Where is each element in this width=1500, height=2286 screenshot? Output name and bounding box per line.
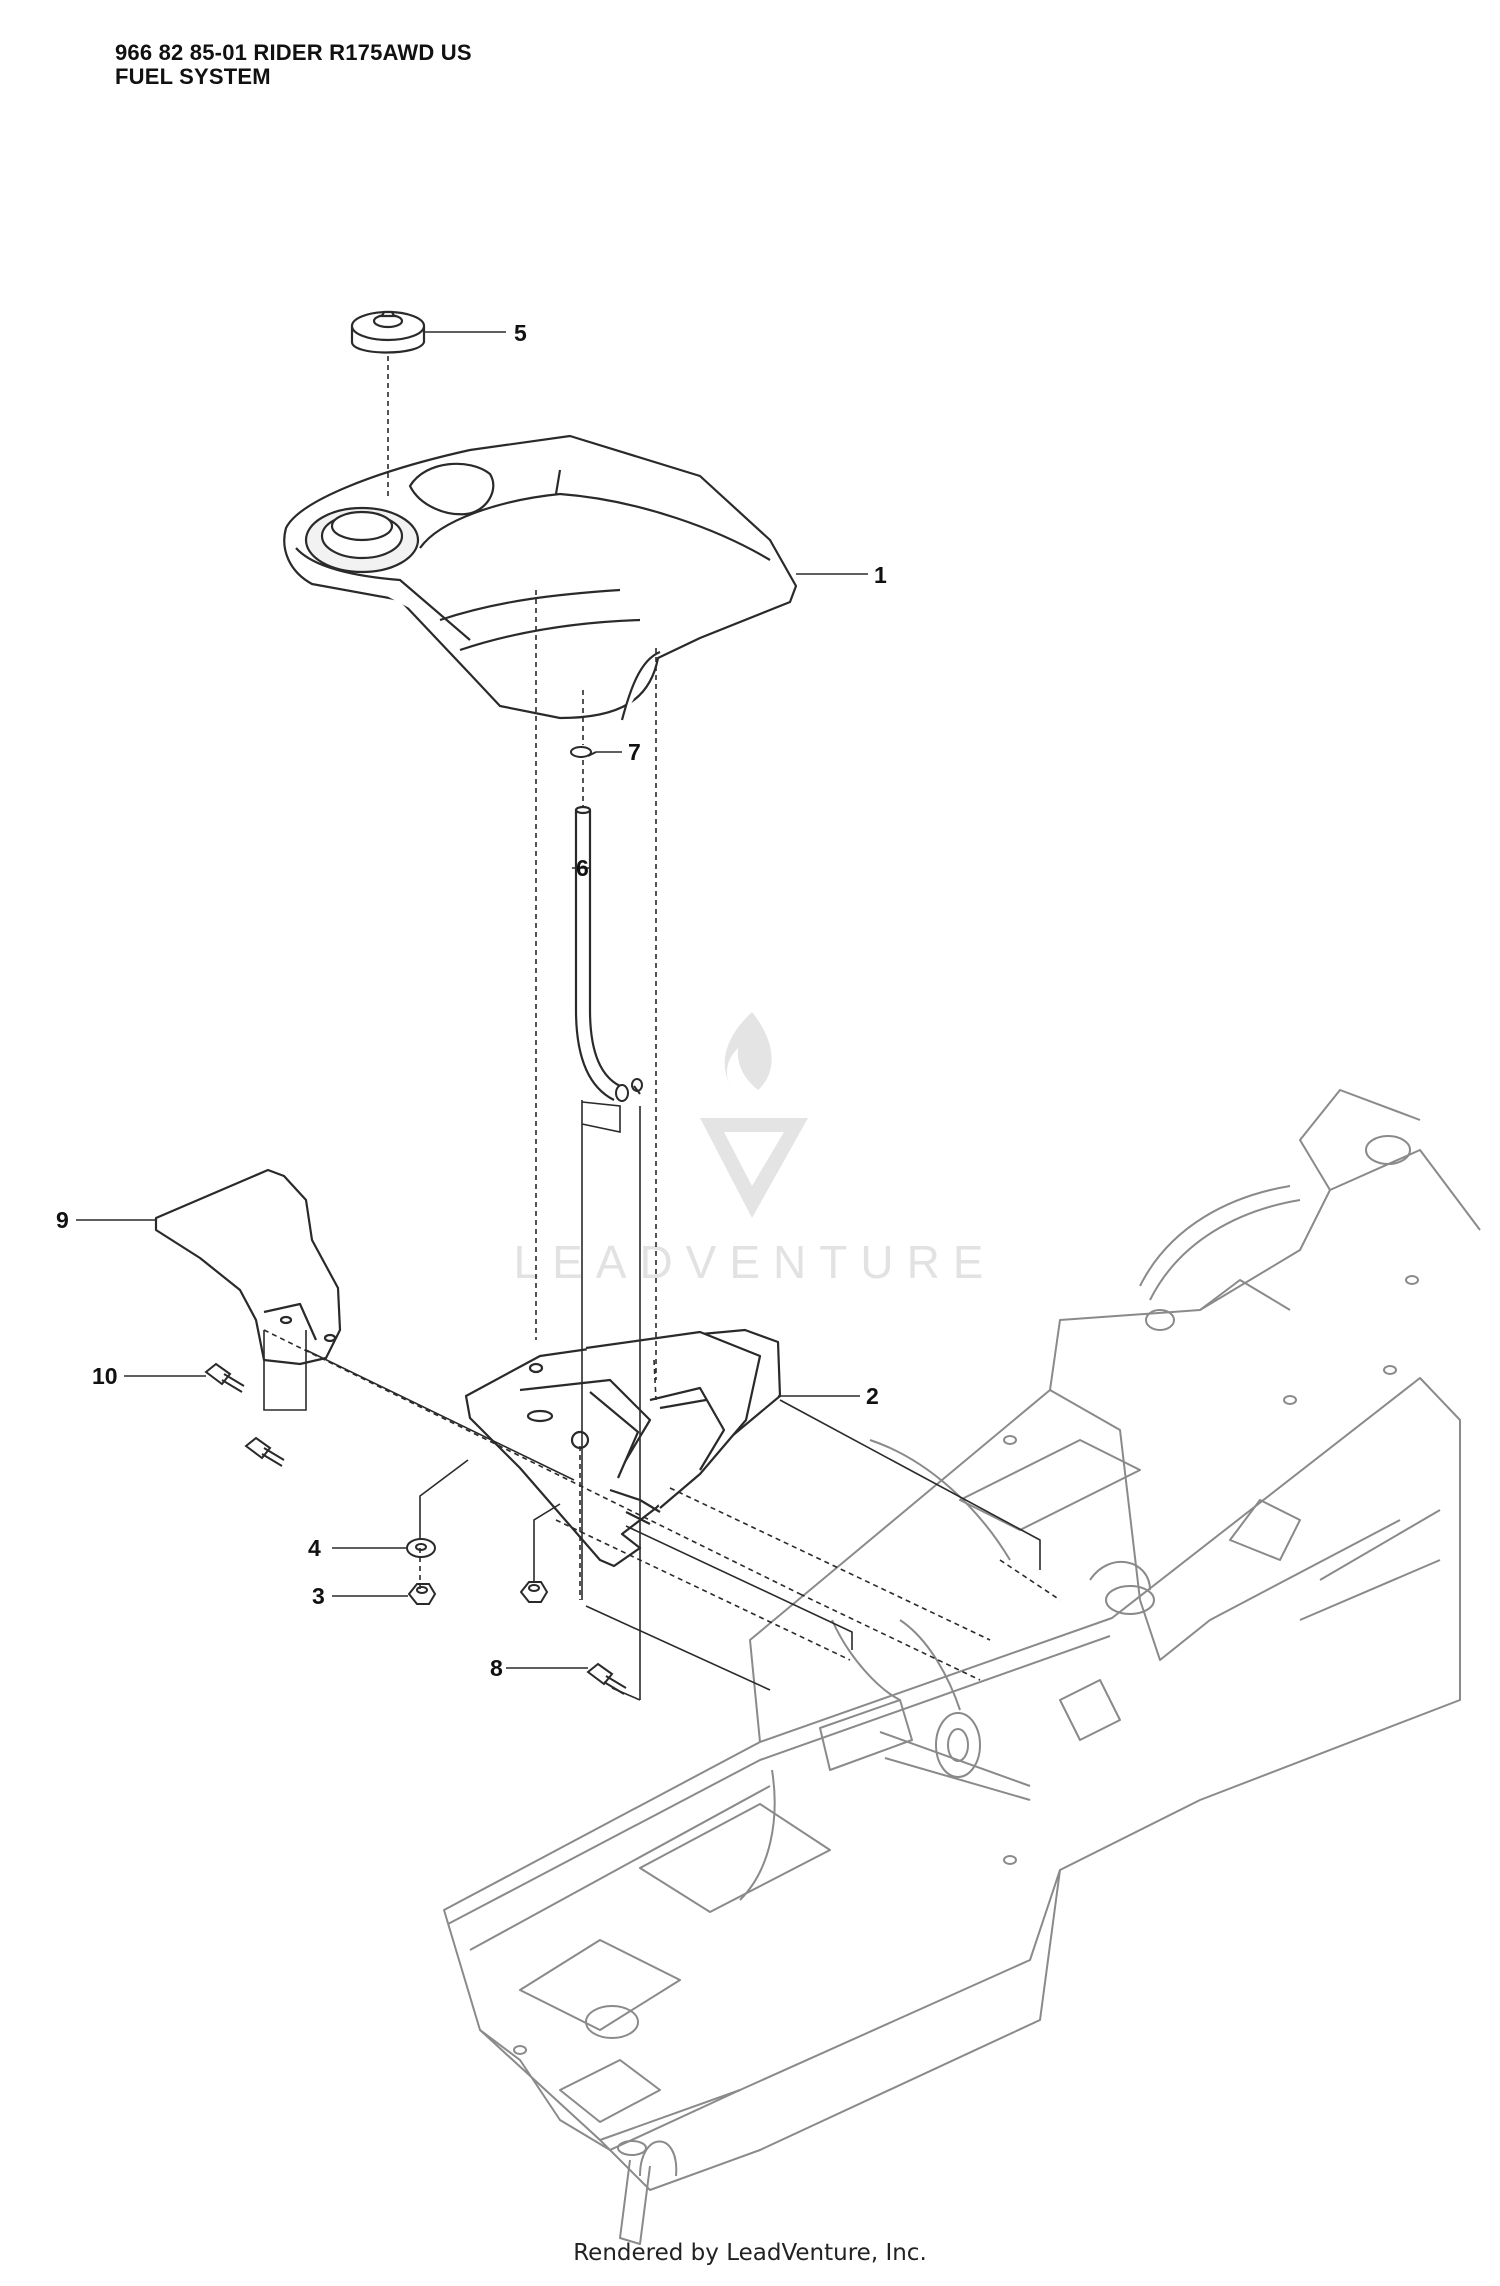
assembly-lines — [263, 1100, 1041, 1701]
bolt-10-lower — [244, 1436, 285, 1467]
callout-6: 6 — [576, 855, 589, 881]
diagram-model-title: 966 82 85-01 RIDER R175AWD US — [115, 40, 472, 65]
bolt-10-upper — [204, 1362, 245, 1393]
callout-1: 1 — [874, 562, 887, 588]
callout-7: 7 — [628, 739, 641, 765]
callout-9: 9 — [56, 1207, 69, 1233]
washer-4 — [406, 1538, 436, 1558]
nut-3 — [407, 1583, 437, 1605]
callout-leader-lines — [76, 331, 868, 1669]
hose-clamp-drawing — [570, 746, 643, 1102]
watermark-v-icon — [700, 1118, 808, 1218]
callout-2: 2 — [866, 1383, 879, 1409]
rendered-by-footer: Rendered by LeadVenture, Inc. — [573, 2240, 927, 2266]
fuel-tank-bracket-drawing — [464, 1328, 782, 1568]
rider-frame-drawing — [443, 1089, 1481, 2245]
fuel-cap-drawing — [350, 310, 426, 354]
watermark-flame-icon — [724, 1012, 772, 1092]
fuel-hose-drawing — [574, 805, 621, 1101]
callout-3: 3 — [312, 1583, 325, 1609]
watermark-text: LEADVENTURE — [514, 1236, 997, 1288]
bolt-8 — [586, 1662, 627, 1695]
leadventure-logo-watermark: LEADVENTURE — [514, 1012, 997, 1288]
diagram-section-title: FUEL SYSTEM — [115, 64, 271, 89]
callout-5: 5 — [514, 320, 527, 346]
fastener-drawings — [204, 1362, 627, 1695]
callout-8: 8 — [490, 1655, 503, 1681]
callout-10: 10 — [92, 1363, 118, 1389]
alignment-dashed-lines — [263, 356, 1061, 1681]
callout-4: 4 — [308, 1535, 321, 1561]
fuel-tank-drawing — [283, 434, 798, 721]
nut-bracket — [519, 1581, 549, 1603]
heat-shield-drawing — [154, 1168, 342, 1366]
